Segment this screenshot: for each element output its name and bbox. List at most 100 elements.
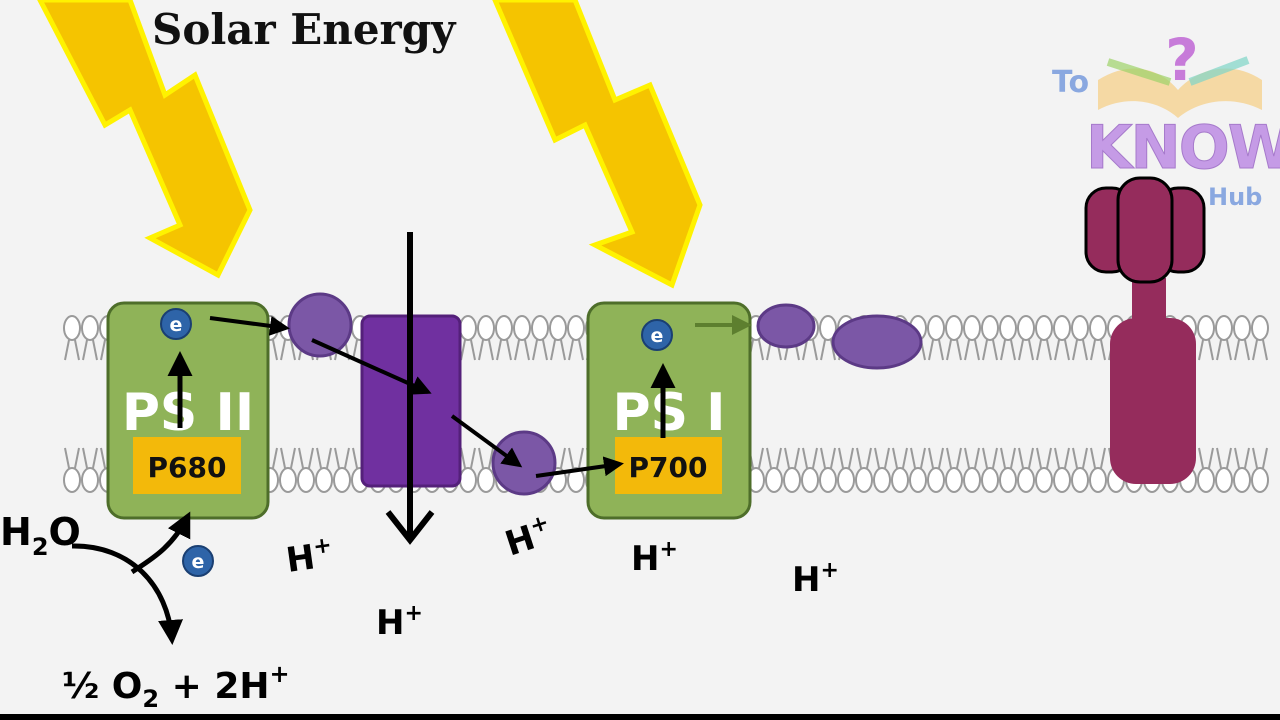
phospholipid-tail (856, 447, 872, 469)
phospholipid-head (963, 315, 981, 341)
lightning-bolt-right (492, 0, 703, 289)
p700-label: P700 (629, 451, 708, 484)
phospholipid-head (837, 467, 855, 493)
phospholipid-head (855, 467, 873, 493)
phospholipid-head (1089, 315, 1107, 341)
phospholipid-tail (64, 339, 80, 361)
phospholipid-head (297, 467, 315, 493)
phospholipid-tail (928, 447, 944, 469)
phospholipid-head (873, 467, 891, 493)
phospholipid-tail (478, 339, 494, 361)
ferredoxin-carrier (756, 303, 816, 349)
ps1-label: PS I (612, 383, 725, 443)
svg-text:H+: H+ (283, 533, 335, 581)
phospholipid-tail (946, 339, 962, 361)
photosystem-2: PS II P680 (106, 301, 270, 520)
phospholipid-tail (820, 447, 836, 469)
phospholipid-head (513, 315, 531, 341)
lightning-bolt-left (37, 0, 253, 279)
fnr-enzyme (831, 314, 923, 370)
phospholipid-tail (1234, 339, 1250, 361)
phospholipid-tail (298, 447, 314, 469)
phospholipid-tail (514, 339, 530, 361)
phospholipid-tail (550, 339, 566, 361)
phospholipid-tail (892, 447, 908, 469)
phospholipid-tail (568, 339, 584, 361)
phospholipid-head (999, 467, 1017, 493)
phospholipid-tail (874, 447, 890, 469)
electron-arrow-1 (209, 315, 290, 336)
phospholipid-head (891, 467, 909, 493)
phospholipid-head (1215, 315, 1233, 341)
phospholipid-head (531, 315, 549, 341)
ps2-label: PS II (122, 383, 254, 443)
phospholipid-head (1017, 467, 1035, 493)
phospholipid-tail (1000, 447, 1016, 469)
phospholipid-tail (982, 447, 998, 469)
electron-ps2: e (160, 308, 192, 340)
toknowhub-logo: ? To KNOW Hub (1052, 26, 1280, 211)
phospholipid-tail (1036, 339, 1052, 361)
phospholipid-tail (1072, 447, 1088, 469)
phospholipid-tail (1234, 447, 1250, 469)
phospholipid-tail (928, 339, 944, 361)
phospholipid-tail (1072, 339, 1088, 361)
electron-arrow-4 (535, 456, 624, 478)
phospholipid-head (459, 467, 477, 493)
phospholipid-tail (1252, 447, 1268, 469)
phospholipid-tail (964, 339, 980, 361)
phospholipid-head (495, 315, 513, 341)
phospholipid-head (1215, 467, 1233, 493)
phospholipid-head (1233, 315, 1251, 341)
phospholipid-head (963, 467, 981, 493)
svg-text:H+: H+ (376, 601, 423, 643)
phospholipid-head (63, 315, 81, 341)
phospholipid-tail (1198, 339, 1214, 361)
phospholipid-head (945, 467, 963, 493)
logo-know-text: KNOW (1086, 113, 1280, 183)
book-icon (1098, 68, 1262, 118)
proton-label-4: H+ (631, 537, 678, 579)
phospholipid-head (459, 315, 477, 341)
svg-text:H+: H+ (631, 537, 678, 579)
phospholipid-tail (64, 447, 80, 469)
phospholipid-head (1071, 315, 1089, 341)
phospholipid-tail (802, 339, 818, 361)
phospholipid-tail (1000, 339, 1016, 361)
water-label: H2O (0, 510, 81, 561)
phospholipid-head (315, 467, 333, 493)
electron-ps1: e (641, 319, 673, 351)
water-to-electron-arrow (130, 511, 191, 575)
plastoquinone-carrier (287, 292, 353, 358)
proton-label-3: H+ (500, 510, 552, 564)
photosystem-1: PS I P700 (586, 301, 752, 520)
logo-question-mark: ? (1165, 26, 1199, 94)
phospholipid-tail (838, 447, 854, 469)
phospholipid-tail (1252, 339, 1268, 361)
phospholipid-tail (280, 339, 296, 361)
phospholipid-head (945, 315, 963, 341)
phospholipid-tail (280, 447, 296, 469)
phospholipid-tail (1216, 339, 1232, 361)
phospholipid-tail (82, 447, 98, 469)
phospholipid-head (549, 315, 567, 341)
phospholipid-head (567, 467, 585, 493)
phospholipid-head (477, 315, 495, 341)
phospholipid-tail (82, 339, 98, 361)
plastocyanin-carrier (491, 430, 557, 496)
phospholipid-tail (334, 447, 350, 469)
phospholipid-tail (946, 447, 962, 469)
oxygen-product-label: ½ O2 + 2H+ (62, 660, 290, 713)
proton-label-1: H+ (283, 533, 335, 581)
phospholipid-head (81, 315, 99, 341)
phospholipid-tail (1054, 339, 1070, 361)
phospholipid-head (279, 467, 297, 493)
phospholipid-head (927, 315, 945, 341)
atp-synthase (1084, 176, 1206, 484)
phospholipid-tail (1090, 447, 1106, 469)
proton-label-5: H+ (792, 558, 839, 600)
phospholipid-tail (784, 447, 800, 469)
logo-hub-text: Hub (1208, 183, 1262, 211)
p700-box (615, 437, 722, 494)
